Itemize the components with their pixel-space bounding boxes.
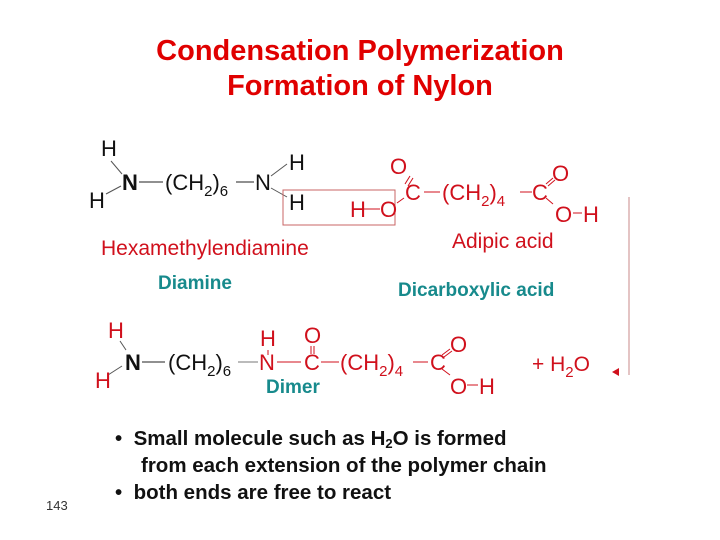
chain-ch2-4: (CH2)4 (442, 180, 506, 210)
water-byproduct: + H2O (532, 353, 590, 381)
atom-n: N (125, 350, 141, 375)
chain-ch2-6: (CH2)6 (165, 170, 229, 200)
atom-o: O (552, 161, 570, 186)
atom-o: O (450, 332, 468, 357)
atom-h: H (289, 150, 305, 175)
atom-c: C (405, 180, 421, 205)
atom-h: H (583, 202, 599, 227)
dimer-label: Dimer (266, 377, 320, 398)
atom-o: O (555, 202, 573, 227)
atom-n: N (255, 170, 271, 195)
diacid-category-label: Dicarboxylic acid (398, 280, 555, 301)
bullet-2: • both ends are free to react (115, 481, 392, 504)
atom-c: C (532, 180, 548, 205)
atom-o: O (390, 154, 408, 179)
atom-n: N (259, 350, 275, 375)
atom-h: H (479, 374, 495, 399)
bullet-1: • Small molecule such as H2O is formed (115, 427, 507, 451)
slide-title-line1: Condensation Polymerization (156, 35, 564, 67)
slide-title-line2: Formation of Nylon (227, 70, 493, 102)
atom-c: C (430, 350, 446, 375)
atom-o: O (304, 323, 322, 348)
bullet-1-continuation: from each extension of the polymer chain (141, 454, 547, 477)
atom-h: H (350, 197, 366, 222)
chain-ch2-6: (CH2)6 (168, 350, 232, 380)
atom-h: H (289, 190, 305, 215)
atom-h: H (89, 188, 105, 213)
adipic-acid-name: Adipic acid (452, 230, 554, 253)
page-number: 143 (46, 498, 68, 513)
atom-o: O (450, 374, 468, 399)
atom-h: H (95, 368, 111, 393)
bullet-marker: • (115, 481, 123, 504)
diamine-category-label: Diamine (158, 273, 232, 294)
diamine-name: Hexamethylendiamine (101, 237, 309, 260)
atom-o: O (380, 197, 398, 222)
arrow-head (612, 368, 619, 376)
atom-h: H (108, 318, 124, 343)
atom-n: N (122, 170, 138, 195)
atom-h: H (260, 326, 276, 351)
leaving-group-box (282, 189, 396, 226)
atom-c: C (304, 350, 320, 375)
chain-ch2-4: (CH2)4 (340, 350, 404, 380)
atom-h: H (101, 136, 117, 161)
bullet-marker: • (115, 427, 123, 450)
